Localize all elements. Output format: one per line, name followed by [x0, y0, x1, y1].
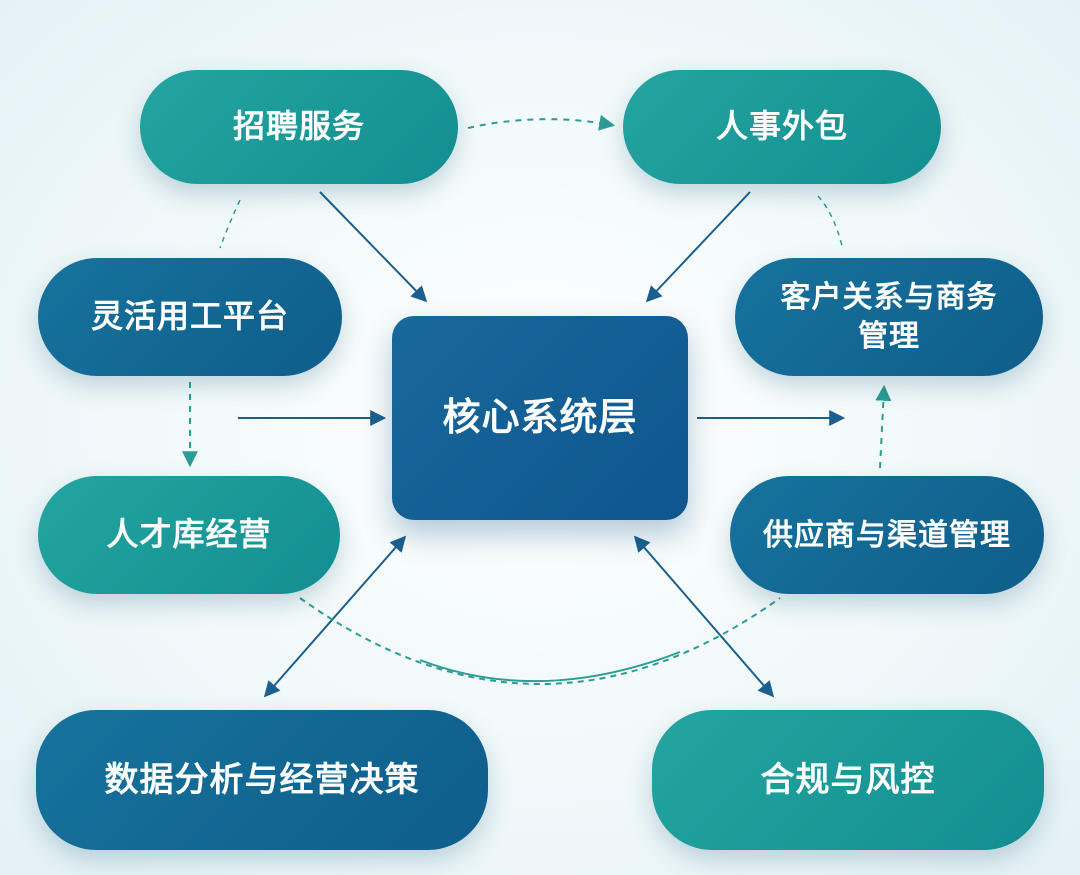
node-flexible-work-label: 灵活用工平台 — [90, 297, 289, 336]
arrow-recruitment-to-core — [319, 191, 428, 303]
node-compliance-label: 合规与风控 — [760, 759, 936, 800]
node-recruitment[interactable]: 招聘服务 — [140, 70, 458, 184]
arc-talent-pool-to-supplier — [299, 597, 781, 685]
node-talent-pool[interactable]: 人才库经营 — [38, 476, 340, 594]
node-supplier[interactable]: 供应商与渠道管理 — [730, 476, 1044, 594]
node-crm[interactable]: 客户关系与商务 管理 — [735, 258, 1043, 376]
arrow-outsourcing-to-crm — [817, 195, 843, 247]
node-flexible-work[interactable]: 灵活用工平台 — [38, 258, 342, 376]
node-data-analysis-label: 数据分析与经营决策 — [104, 759, 420, 800]
node-supplier-label: 供应商与渠道管理 — [763, 517, 1011, 553]
node-hr-outsourcing-label: 人事外包 — [715, 107, 848, 146]
arrow-core-data-analysis — [263, 535, 407, 698]
node-recruitment-label: 招聘服务 — [232, 107, 365, 146]
node-core-system-label: 核心系统层 — [442, 395, 638, 440]
node-hr-outsourcing[interactable]: 人事外包 — [623, 70, 941, 184]
arrow-supplier-to-crm — [875, 384, 892, 469]
arc-talent-pool-to-supplier-solid — [419, 651, 681, 683]
arrow-outsourcing-to-core — [645, 191, 751, 303]
node-core-system[interactable]: 核心系统层 — [392, 316, 688, 520]
node-compliance[interactable]: 合规与风控 — [652, 710, 1044, 850]
node-talent-pool-label: 人才库经营 — [106, 515, 272, 554]
arrow-recruitment-to-flexible-work — [219, 199, 241, 249]
node-data-analysis[interactable]: 数据分析与经营决策 — [36, 710, 488, 850]
arrow-recruitment-to-outsourcing — [467, 114, 616, 131]
arrow-core-compliance — [633, 535, 775, 698]
node-crm-label: 客户关系与商务 管理 — [780, 280, 998, 354]
